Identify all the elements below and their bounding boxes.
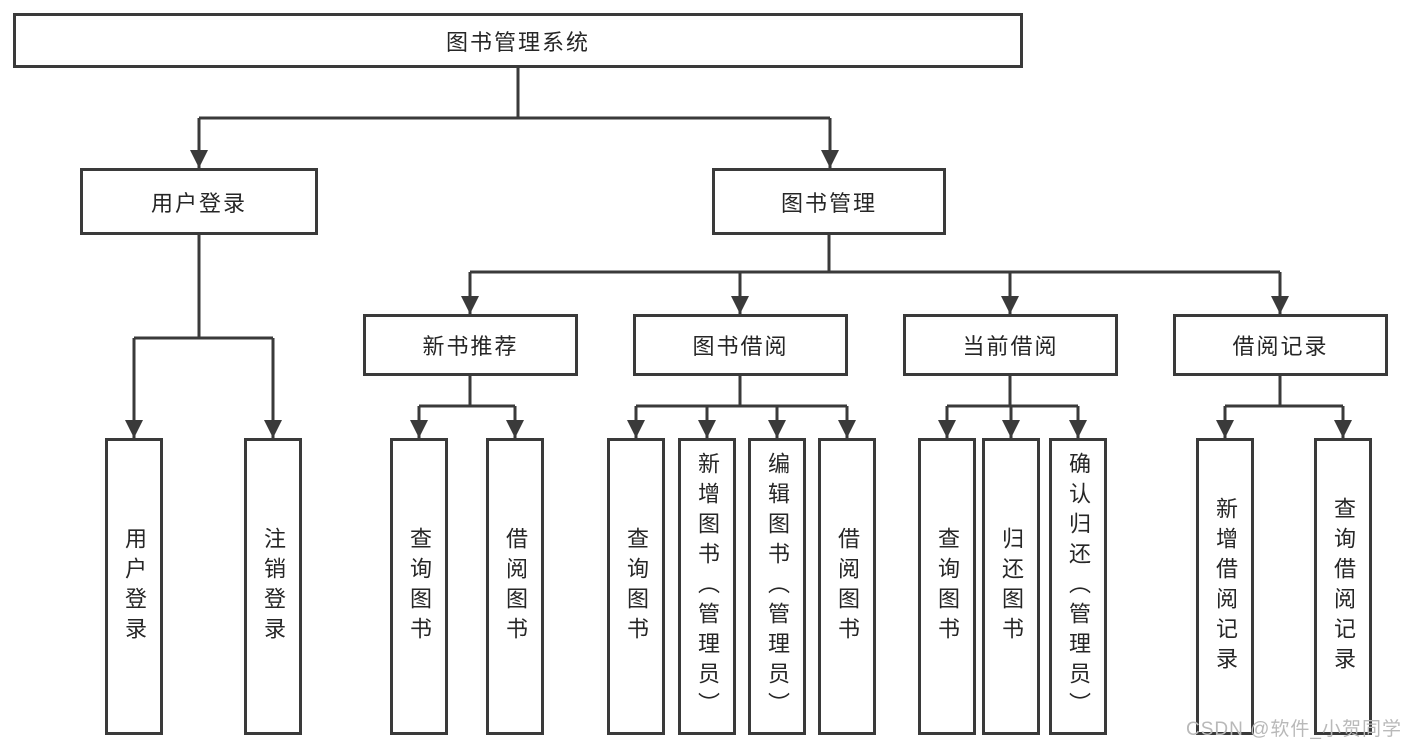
node-new-book-recommend: 新书推荐 xyxy=(363,314,578,376)
leaf-query-borrow-record: 查询借阅记录 xyxy=(1314,438,1372,735)
node-new-book-recommend-label: 新书推荐 xyxy=(422,334,519,359)
node-book-management: 图书管理 xyxy=(712,168,946,235)
node-book-borrowing-label: 图书借阅 xyxy=(692,334,789,359)
node-root-label: 图书管理系统 xyxy=(445,29,590,55)
leaf-edit-book-admin: 编辑图书（管理员） xyxy=(748,438,806,735)
leaf-logout: 注销登录 xyxy=(244,438,302,735)
leaf-return-book: 归还图书 xyxy=(982,438,1040,735)
leaf-add-borrow-record: 新增借阅记录 xyxy=(1196,438,1254,735)
leaf-query-books-borrowing: 查询图书 xyxy=(607,438,665,735)
leaf-query-books-current: 查询图书 xyxy=(918,438,976,735)
leaf-confirm-return-admin: 确认归还（管理员） xyxy=(1049,438,1107,735)
leaf-borrow-books-borrowing: 借阅图书 xyxy=(818,438,876,735)
csdn-watermark: CSDN @软件_小贺同学 xyxy=(1186,719,1402,740)
node-borrowing-records: 借阅记录 xyxy=(1173,314,1388,376)
node-current-borrowing-label: 当前借阅 xyxy=(962,334,1059,359)
node-current-borrowing: 当前借阅 xyxy=(903,314,1118,376)
leaf-borrow-books-recommend: 借阅图书 xyxy=(486,438,544,735)
leaf-user-login: 用户登录 xyxy=(105,438,163,735)
node-borrowing-records-label: 借阅记录 xyxy=(1232,334,1329,359)
node-root: 图书管理系统 xyxy=(13,13,1023,68)
leaf-add-book-admin: 新增图书（管理员） xyxy=(678,438,736,735)
node-book-borrowing: 图书借阅 xyxy=(633,314,848,376)
leaf-query-books-recommend: 查询图书 xyxy=(390,438,448,735)
node-book-management-label: 图书管理 xyxy=(780,190,877,216)
node-user-login-label: 用户登录 xyxy=(150,190,247,216)
node-user-login: 用户登录 xyxy=(80,168,318,235)
